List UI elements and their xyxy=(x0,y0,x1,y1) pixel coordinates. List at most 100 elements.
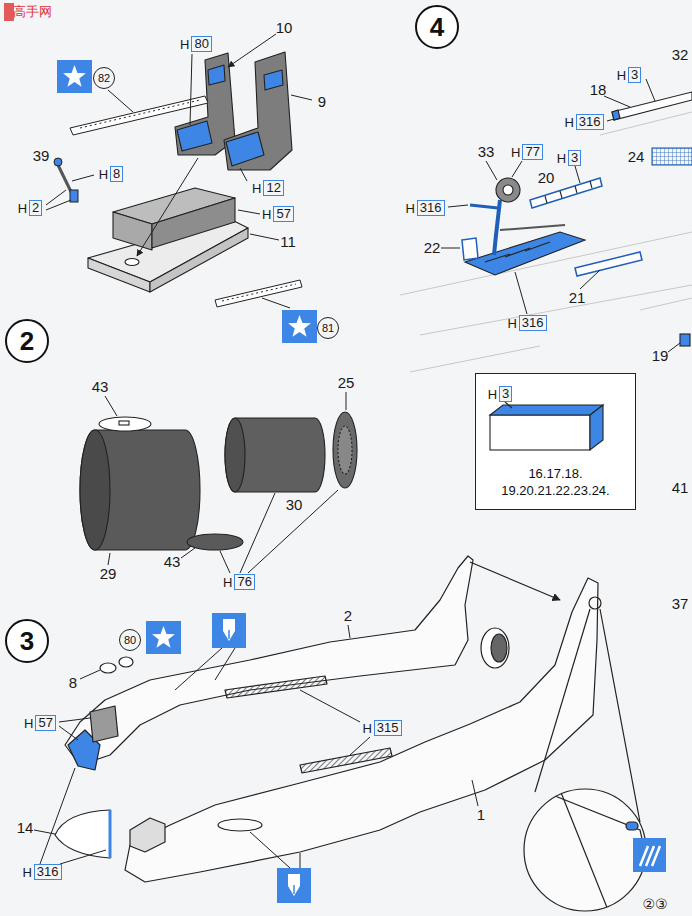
leader-line xyxy=(291,95,312,100)
paint-code: H8 xyxy=(99,166,124,182)
leader-line xyxy=(240,493,275,573)
landing-gear xyxy=(652,148,692,165)
leader-line xyxy=(441,248,460,249)
engine-part xyxy=(80,412,357,550)
step-number: 3 xyxy=(5,619,49,663)
engine-part xyxy=(225,418,245,492)
part-number: 37 xyxy=(672,596,689,612)
part-number: 81 xyxy=(322,322,334,334)
detail-circle xyxy=(535,609,590,792)
landing-gear xyxy=(465,232,585,275)
part-number: ②③ xyxy=(642,896,667,912)
paint-code: H77 xyxy=(511,144,543,160)
leader-line xyxy=(604,96,630,107)
detail-circle xyxy=(524,789,646,911)
part-number: 80 xyxy=(124,634,136,646)
leader-line xyxy=(300,853,301,868)
leader-line xyxy=(668,343,680,352)
paint-number: 77 xyxy=(522,144,542,160)
part-number: 43 xyxy=(92,379,109,395)
landing-gear xyxy=(525,242,550,251)
landing-gear xyxy=(462,238,478,260)
leader-line xyxy=(181,548,195,558)
fuselage-half xyxy=(130,818,165,852)
fuselage-half xyxy=(100,663,116,673)
paint-note-box: 16.17.18. 19.20.21.22.23.24.H3 xyxy=(475,373,636,510)
paint-code: H12 xyxy=(252,180,284,196)
paint-prefix: H xyxy=(252,181,261,196)
paint-example-block xyxy=(505,402,512,408)
control-stick xyxy=(70,190,78,202)
photo-etch-number: 82 xyxy=(93,67,115,89)
photo-etched-strip xyxy=(70,96,302,307)
ejection-seat xyxy=(264,70,283,90)
leader-line xyxy=(59,726,78,740)
cockpit-tub xyxy=(88,258,150,292)
part-number: 82 xyxy=(98,72,110,84)
part-number: 8 xyxy=(69,675,77,691)
wing-outline xyxy=(420,285,692,335)
part-number: 21 xyxy=(569,290,586,306)
fuselage-half xyxy=(65,556,473,765)
ejection-seat xyxy=(177,121,212,151)
paint-code: H3 xyxy=(617,67,642,83)
leader-line xyxy=(220,551,230,573)
leader-line xyxy=(580,270,600,289)
part-number: 43 xyxy=(164,554,181,570)
leader-line xyxy=(262,298,290,308)
cockpit-tub xyxy=(113,212,152,250)
paint-number: 12 xyxy=(263,180,283,196)
leader-line xyxy=(348,625,350,638)
star-symbol xyxy=(282,310,317,343)
landing-gear xyxy=(612,92,692,120)
paint-number: 57 xyxy=(35,715,55,731)
paint-code: H2 xyxy=(18,200,43,216)
detail-circle xyxy=(560,790,610,915)
paint-prefix: H xyxy=(511,145,520,160)
paint-example-block xyxy=(476,374,635,509)
part-number: 11 xyxy=(280,234,296,250)
cockpit-tub xyxy=(88,188,248,292)
paint-example-block xyxy=(490,405,603,415)
step-number: 2 xyxy=(5,319,49,363)
leader-line xyxy=(72,175,94,181)
landing-gear xyxy=(575,252,642,276)
paint-code: H316 xyxy=(564,114,603,130)
paint-prefix: H xyxy=(99,167,108,182)
leader-line xyxy=(137,158,198,256)
ejection-seat xyxy=(226,132,264,166)
glue-symbol xyxy=(277,868,311,903)
cockpit-tub xyxy=(152,198,235,248)
paint-code: H57 xyxy=(262,206,294,222)
part-number: 30 xyxy=(286,497,303,513)
paint-code: H315 xyxy=(362,720,401,736)
engine-part xyxy=(187,534,243,550)
landing-gear xyxy=(575,186,577,193)
leader-line xyxy=(238,210,260,214)
fuselage-half xyxy=(218,819,262,831)
leader-line xyxy=(59,718,90,722)
leader-line xyxy=(215,648,235,680)
photo-etched-strip xyxy=(222,284,296,301)
stripe-symbol xyxy=(640,846,660,866)
engine-part xyxy=(80,430,110,550)
step-number-text: 4 xyxy=(430,12,444,43)
detail-circle xyxy=(470,562,560,600)
paint-example-block xyxy=(490,415,590,450)
cockpit-tub xyxy=(125,259,139,266)
wing-outline xyxy=(410,346,540,372)
fuselage-half xyxy=(491,634,507,662)
landing-gear xyxy=(560,191,562,198)
part-number: 20 xyxy=(538,170,555,186)
paint-prefix: H xyxy=(22,865,31,880)
part-number: 2 xyxy=(344,608,352,624)
part-number: 14 xyxy=(17,820,34,836)
detail-circle xyxy=(626,822,638,830)
paint-prefix: H xyxy=(180,37,189,52)
landing-gear xyxy=(462,92,692,346)
part-number: 19 xyxy=(652,348,669,364)
engine-part xyxy=(119,421,129,425)
landing-gear xyxy=(496,178,520,202)
star-symbol xyxy=(57,60,92,93)
